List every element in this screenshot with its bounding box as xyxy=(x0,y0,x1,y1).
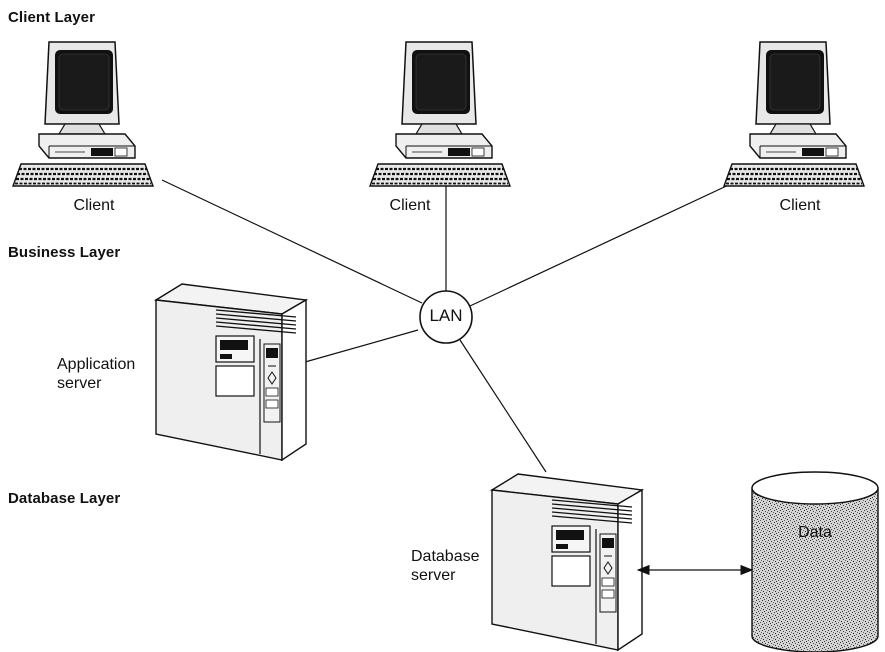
lan-hub xyxy=(419,290,473,344)
client-label-middle: Client xyxy=(389,197,431,214)
application-server xyxy=(155,283,307,461)
link-appserver-lan xyxy=(297,329,419,365)
database-server-label-line1: Database xyxy=(411,548,480,565)
business-layer-title: Business Layer xyxy=(8,244,121,261)
client-label-left: Client xyxy=(73,197,115,214)
link-client-left-lan xyxy=(161,179,423,304)
data-store-label: Data xyxy=(798,524,832,541)
link-client-right-lan xyxy=(469,181,736,307)
client-layer-title: Client Layer xyxy=(8,9,96,26)
link-dbserver-lan xyxy=(459,339,547,473)
database-layer-title: Database Layer xyxy=(8,490,121,507)
lan-label: LAN xyxy=(429,306,463,325)
client-label-right: Client xyxy=(779,197,821,214)
database-server-label-line2: server xyxy=(411,567,456,584)
application-server-label-line1: Application xyxy=(57,356,136,373)
data-store-cylinder xyxy=(751,471,879,652)
application-server-label-line2: server xyxy=(57,375,102,392)
client-computer-left xyxy=(11,40,155,188)
database-server xyxy=(491,473,643,651)
client-computer-right xyxy=(722,40,866,188)
client-computer-middle xyxy=(368,40,512,188)
